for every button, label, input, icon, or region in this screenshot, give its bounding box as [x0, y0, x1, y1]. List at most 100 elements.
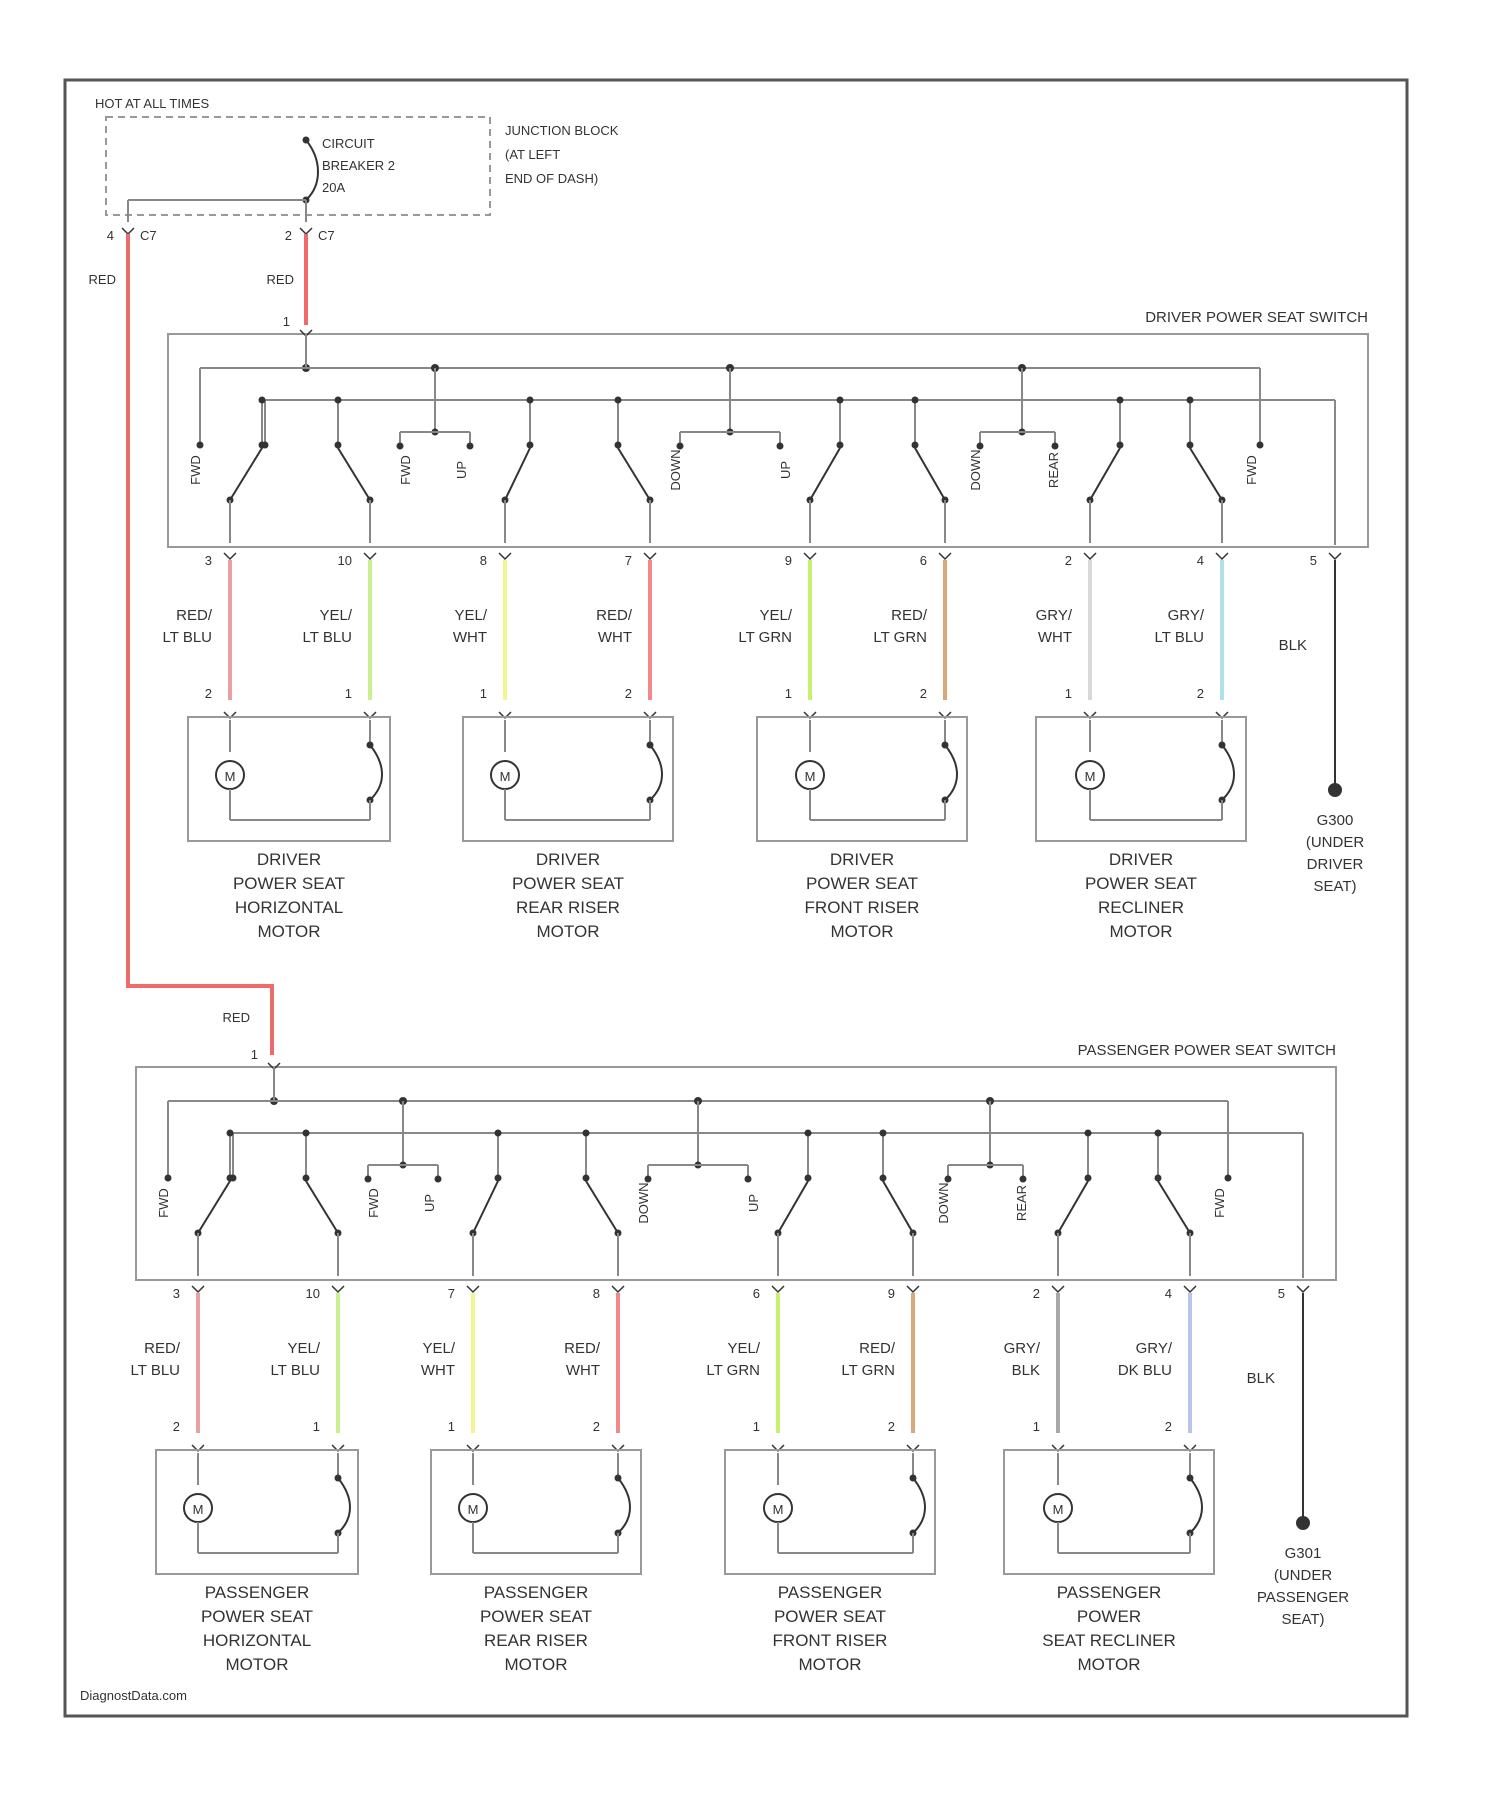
switch-contact: [615, 442, 622, 449]
wire-color-label: RED/: [564, 1340, 601, 1357]
bus-node: [335, 397, 342, 404]
motor-symbol: M: [193, 1502, 204, 1517]
motor-label: POWER SEAT: [806, 874, 918, 893]
wire-color-label: RED/: [891, 607, 928, 624]
wire-color-label: LT GRN: [738, 629, 792, 646]
bus-node: [1117, 397, 1124, 404]
switch-pin: [224, 553, 236, 559]
switch-pin-label: 6: [753, 1286, 760, 1301]
ground-label: (UNDER: [1274, 1567, 1332, 1584]
switch-pin: [804, 553, 816, 559]
switch-contact: [165, 1175, 172, 1182]
ground-label: DRIVER: [1307, 856, 1364, 873]
wire-color-label: LT GRN: [873, 629, 927, 646]
junction-block-label: END OF DASH): [505, 171, 598, 186]
switch-blade: [505, 448, 530, 500]
switch-pin: [1052, 1286, 1064, 1292]
motor-label: MOTOR: [226, 1655, 289, 1674]
hot-at-all-times-label: HOT AT ALL TIMES: [95, 96, 209, 111]
wire-color-label: GRY/: [1036, 607, 1073, 624]
bus-node: [1187, 397, 1194, 404]
wire-color-label: YEL/: [319, 607, 352, 624]
switch-pin-label: 2: [1065, 553, 1072, 568]
switch-position-label: DOWN: [936, 1182, 951, 1223]
switch-contact: [1117, 442, 1124, 449]
wire-color-label: RED/: [144, 1340, 181, 1357]
wire-color-label: RED/: [596, 607, 633, 624]
ground-label: SEAT): [1313, 878, 1356, 895]
wire-color-label: LT BLU: [1155, 629, 1204, 646]
switch-pin: [1184, 1286, 1196, 1292]
switch-position-label: REAR: [1046, 452, 1061, 488]
switch-contact: [677, 443, 684, 450]
switch-box: [168, 334, 1368, 547]
motor-label: MOTOR: [799, 1655, 862, 1674]
motor-label: MOTOR: [831, 922, 894, 941]
switch-contact: [1155, 1175, 1162, 1182]
bus-node: [527, 397, 534, 404]
ground-pin: [1329, 553, 1341, 559]
bus-node: [805, 1130, 812, 1137]
ground-label: G300: [1317, 812, 1354, 829]
motor-label: DRIVER: [536, 850, 600, 869]
switch-position-label: DOWN: [968, 449, 983, 490]
wire-color-label: YEL/: [727, 1340, 760, 1357]
feed-right-wire-label: RED: [267, 272, 294, 287]
switch-pin-label: 3: [205, 553, 212, 568]
motor-pin-label: 1: [448, 1419, 455, 1434]
motor-symbol: M: [468, 1502, 479, 1517]
ground-label: G301: [1285, 1545, 1322, 1562]
motor-label: POWER SEAT: [233, 874, 345, 893]
limit-switch-icon: [618, 1478, 630, 1533]
feed-left-wire-label: RED: [89, 272, 116, 287]
switch-blade: [306, 1181, 338, 1233]
limit-switch-icon: [945, 745, 957, 800]
switch-contact: [495, 1175, 502, 1182]
c7-pin-left: [122, 228, 134, 234]
motor-label: POWER SEAT: [512, 874, 624, 893]
switch-contact: [435, 1176, 442, 1183]
switch-contact: [880, 1175, 887, 1182]
motor-label: FRONT RISER: [773, 1631, 888, 1650]
motor-label: PASSENGER: [205, 1583, 310, 1602]
ground-label: (UNDER: [1306, 834, 1364, 851]
switch-pin: [644, 553, 656, 559]
switch-contact: [1052, 443, 1059, 450]
switch-position-label: FWD: [398, 455, 413, 485]
wire-color-label: RED/: [176, 607, 213, 624]
motor-label: PASSENGER: [1057, 1583, 1162, 1602]
switch-contact: [262, 442, 269, 449]
motor-pin-label: 1: [313, 1419, 320, 1434]
bus-node: [303, 1130, 310, 1137]
limit-switch-icon: [370, 745, 382, 800]
switch-position-label: UP: [746, 1194, 761, 1212]
breaker-label: 20A: [322, 180, 345, 195]
switch-position-label: FWD: [366, 1188, 381, 1218]
motor-label: SEAT RECLINER: [1042, 1631, 1176, 1650]
switch-title: PASSENGER POWER SEAT SWITCH: [1078, 1042, 1336, 1059]
motor-label: POWER SEAT: [201, 1607, 313, 1626]
motor-pin-label: 2: [173, 1419, 180, 1434]
switch-blade: [586, 1181, 618, 1233]
switch-contact: [1085, 1175, 1092, 1182]
switch-contact: [977, 443, 984, 450]
ground-pin-label: 5: [1278, 1286, 1285, 1301]
ground-pin: [1297, 1286, 1309, 1292]
switch-contact: [397, 443, 404, 450]
bus-node: [880, 1130, 887, 1137]
wire-color-label: YEL/: [422, 1340, 455, 1357]
motor-symbol: M: [773, 1502, 784, 1517]
switch-contact: [335, 442, 342, 449]
limit-switch-icon: [1190, 1478, 1202, 1533]
passenger-feed-wire-label: RED: [223, 1010, 250, 1025]
switch-contact: [837, 442, 844, 449]
ground-wire-label: BLK: [1279, 637, 1307, 654]
switch-position-label: FWD: [1244, 455, 1259, 485]
switch-pin-label: 8: [593, 1286, 600, 1301]
motor-label: POWER: [1077, 1607, 1141, 1626]
switch-input-pin-label: 1: [283, 314, 290, 329]
switch-contact: [805, 1175, 812, 1182]
switch-contact: [303, 1175, 310, 1182]
wire-color-label: LT BLU: [163, 629, 212, 646]
motor-label: REAR RISER: [484, 1631, 588, 1650]
